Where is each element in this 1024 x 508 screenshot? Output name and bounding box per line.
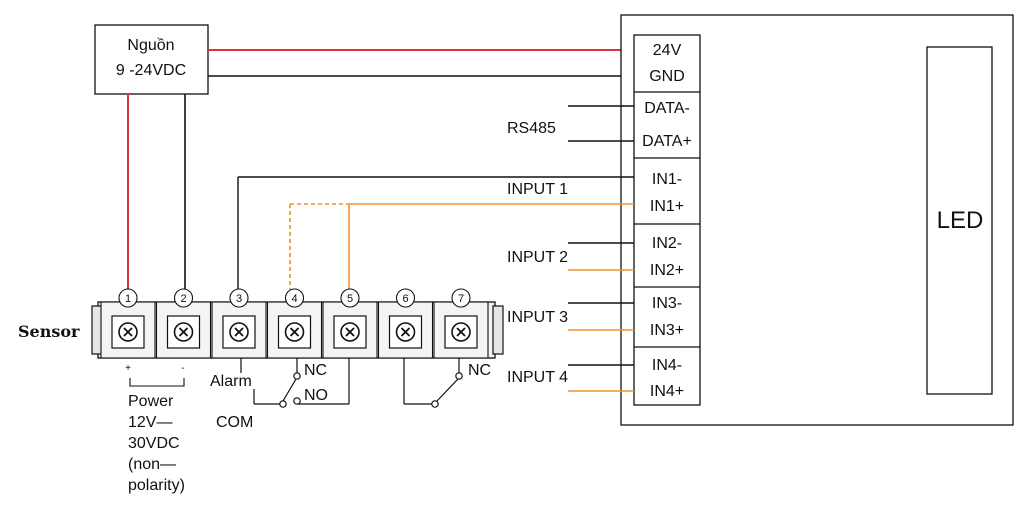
input1-label: INPUT 1 [507,181,568,198]
sensor-terminal: 5 [322,288,378,359]
sensor-terminal: 1 [100,288,156,359]
pin-in3-minus: IN3- [652,295,682,312]
svg-text:30VDC: 30VDC [128,435,180,452]
rs485-label: RS485 [507,120,556,137]
relay2-switch-arm [436,378,459,402]
terminal-number: 5 [347,293,353,305]
sensor-terminal: 6 [377,288,434,359]
svg-text:(non—: (non— [128,456,176,473]
svg-text:Power: Power [128,393,174,410]
terminal-number: 2 [180,293,186,305]
terminal-number: 7 [458,293,464,305]
power-note: Power 12V— 30VDC (non— polarity) [128,393,185,494]
relay2-contact-nc [455,372,463,380]
sensor-terminal: 7 [433,288,489,359]
switch-contact-nc [293,372,301,380]
power-supply-box [94,24,209,95]
svg-text:12V—: 12V— [128,414,172,431]
terminal-number: 6 [402,293,408,305]
pin-gnd: GND [649,68,685,85]
pin-in2-plus: IN2+ [650,262,684,279]
sensor-terminal: 3 [211,288,267,359]
alarm-label: Alarm [210,373,252,390]
sensor-label: Sensor [18,322,80,341]
svg-text:polarity): polarity) [128,477,185,494]
sensor-terminal: 4 [266,288,323,359]
pin-in4-minus: IN4- [652,357,682,374]
plus-mark: + [125,363,131,374]
pin-in2-minus: IN2- [652,235,682,252]
terminal-block [633,34,701,406]
input4-label: INPUT 4 [507,369,568,386]
pin-in4-plus: IN4+ [650,383,684,400]
nc2-label: NC [468,362,491,379]
input3-label: INPUT 3 [507,309,568,326]
led-label: LED [937,207,984,234]
power-supply-voltage: 9 -24VDC [116,62,186,79]
no-label: NO [304,387,328,404]
com-label: COM [216,414,253,431]
pin-data-plus: DATA+ [642,133,692,150]
alarm-switch-arm [282,378,297,402]
input2-label: INPUT 2 [507,249,568,266]
sensor-terminal: 2 [155,288,212,359]
pin-in1-plus: IN1+ [650,198,684,215]
switch-contact-com [279,400,287,408]
power-supply-title: Nguồn [127,37,174,54]
pin-in3-plus: IN3+ [650,322,684,339]
nc-label: NC [304,362,327,379]
terminal-number: 4 [291,293,297,305]
pin-24v: 24V [653,42,682,59]
terminal-number: 1 [125,293,131,305]
switch-contact-no [293,397,301,405]
pin-data-minus: DATA- [644,100,690,117]
led-display [926,46,993,395]
terminal-number: 3 [236,293,242,305]
relay2-contact-com [431,400,439,408]
minus-mark: - [181,363,184,374]
power-bracket [129,378,185,387]
pin-in1-minus: IN1- [652,171,682,188]
